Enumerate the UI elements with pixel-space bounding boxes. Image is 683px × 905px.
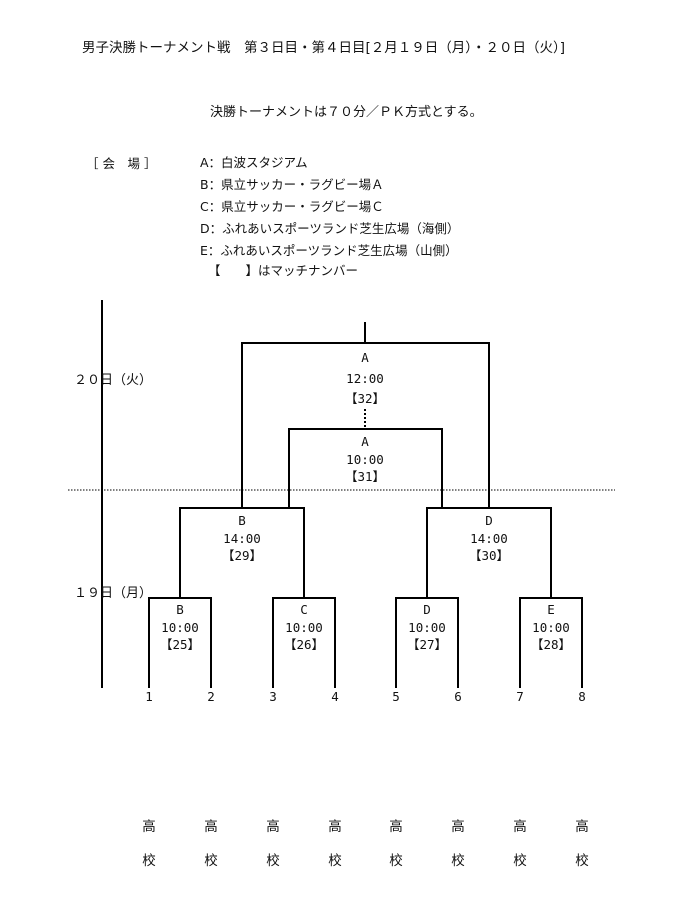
match-time: 10:00 [285,619,323,635]
team-slot-number: 5 [392,689,400,704]
match-venue: D [423,602,431,617]
team-name-top: 高 [328,819,342,835]
team-name-top: 高 [451,819,465,835]
match-time: 10:00 [532,619,570,635]
match-number: 【29】 [221,548,263,563]
match-venue: B [176,602,184,617]
page-title: 男子決勝トーナメント戦 第３日目・第４日目[２月１９日（月）・２０日（火）] [82,40,566,56]
match-venue: B [238,513,246,528]
match-time: 10:00 [346,451,384,467]
day-label-20: ２０日（火） [74,373,153,388]
team-name-bottom: 校 [513,853,527,869]
venue-item-c: C：県立サッカー・ラグビー場Ｃ [200,199,384,214]
rule-note: 決勝トーナメントは７０分／ＰＫ方式とする。 [210,105,483,120]
team-slot-number: 4 [331,689,339,704]
team-name-bottom: 校 [204,853,218,869]
match-time: 14:00 [223,530,261,546]
match-number: 【26】 [283,637,325,652]
match-number: 【31】 [344,469,386,484]
match-venue: E [547,602,555,617]
match-time: 10:00 [161,619,199,635]
team-name-bottom: 校 [389,853,403,869]
team-name-bottom: 校 [575,853,589,869]
team-slot-number: 6 [454,689,462,704]
team-name-top: 高 [513,819,527,835]
match-venue: D [485,513,493,528]
team-slot-number: 8 [578,689,586,704]
venue-item-e: E：ふれあいスポーツランド芝生広場（山側） [200,243,458,258]
team-name-bottom: 校 [328,853,342,869]
match-time: 10:00 [408,619,446,635]
venue-heading: ［ 会 場 ］ [86,156,157,171]
match-29-label: B 14:00 【29】 [202,512,282,565]
match-number: 【32】 [344,391,386,406]
venue-item-a: A：白波スタジアム [200,155,308,170]
match-28-label: E 10:00 【28】 [511,601,591,654]
match-25-label: B 10:00 【25】 [140,601,220,654]
team-slot-number: 3 [269,689,277,704]
match-30-label: D 14:00 【30】 [449,512,529,565]
team-name-top: 高 [389,819,403,835]
match-number: 【28】 [530,637,572,652]
team-name-top: 高 [142,819,156,835]
team-name-bottom: 校 [451,853,465,869]
bracket-match-31 [288,428,443,508]
team-name-bottom: 校 [266,853,280,869]
venue-item-b: B：県立サッカー・ラグビー場Ａ [200,177,384,192]
team-name-bottom: 校 [142,853,156,869]
match-venue: C [300,602,308,617]
match-number: 【30】 [468,548,510,563]
team-slot-number: 2 [207,689,215,704]
day-label-19: １９日（月） [74,586,153,601]
match-number: 【27】 [406,637,448,652]
match-venue: A [361,350,369,365]
match-number-note: 【 】はマッチナンバー [208,263,359,278]
team-name-top: 高 [575,819,589,835]
match-32-label: A 12:00 【32】 [325,349,405,408]
match-time: 12:00 [346,370,384,386]
team-name-top: 高 [266,819,280,835]
match-31-label: A 10:00 【31】 [325,433,405,486]
team-name-top: 高 [204,819,218,835]
team-slot-number: 7 [516,689,524,704]
match-time: 14:00 [470,530,508,546]
match-26-label: C 10:00 【26】 [264,601,344,654]
match-number: 【25】 [159,637,201,652]
venue-item-d: D：ふれあいスポーツランド芝生広場（海側） [200,221,460,236]
match-venue: A [361,434,369,449]
match-27-label: D 10:00 【27】 [387,601,467,654]
team-slot-number: 1 [145,689,153,704]
